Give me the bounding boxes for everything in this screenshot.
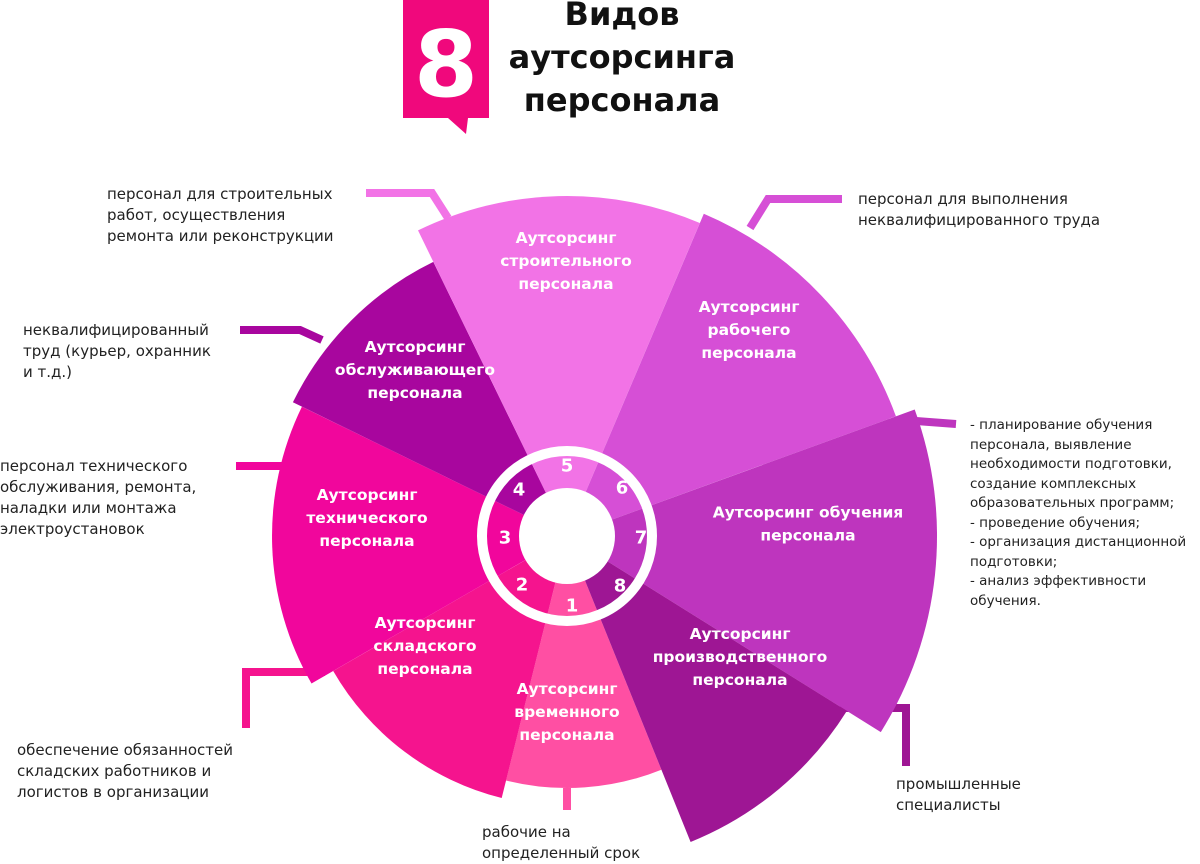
note-segment-2: обеспечение обязанностей складских работ… <box>17 741 233 801</box>
segment-label-8: Аутсорсинг производственного персонала <box>653 625 828 689</box>
segment-label-5: Аутсорсинг строительного персонала <box>500 229 632 293</box>
segment-label-line: Аутсорсинг <box>699 298 800 316</box>
segment-number-3: 3 <box>499 528 512 549</box>
segment-label-line: строительного <box>500 252 632 270</box>
segment-label-line: временного <box>514 703 619 721</box>
connectors <box>236 189 957 810</box>
segment-label-line: Аутсорсинг <box>517 680 618 698</box>
segment-label-line: обслуживающего <box>335 361 495 379</box>
note-segment-3: персонал технического обслуживания, ремо… <box>0 457 197 538</box>
connector-4 <box>240 326 324 344</box>
segment-wedge-1 <box>506 536 662 789</box>
title-line-3: персонала <box>524 81 720 119</box>
segment-label-line: Аутсорсинг <box>365 338 466 356</box>
segment-label-line: Аутсорсинг <box>516 229 617 247</box>
connector-6 <box>746 195 842 231</box>
segment-label-line: рабочего <box>708 321 791 339</box>
segment-wedge-7 <box>567 409 938 733</box>
segment-number-7: 7 <box>635 528 648 549</box>
segment-wedge-5 <box>418 196 700 536</box>
segment-number-6: 6 <box>616 478 629 499</box>
segment-label-6: Аутсорсинг рабочего персонала <box>699 298 800 362</box>
segment-label-7: Аутсорсинг обучения персонала <box>713 504 904 545</box>
segment-label-line: Аутсорсинг <box>317 486 418 504</box>
segment-wedge-3 <box>272 406 567 684</box>
badge-shape <box>403 0 489 134</box>
segment-label-line: персонала <box>377 660 472 678</box>
segment-wedge-8 <box>567 536 847 842</box>
segment-label-2: Аутсорсинг складского персонала <box>373 614 476 678</box>
center-hub <box>519 488 615 584</box>
segment-label-line: персонала <box>692 671 787 689</box>
segment-label-line: Аутсорсинг <box>375 614 476 632</box>
note-segment-1: рабочие на определенный срок <box>482 823 641 862</box>
segment-label-line: персонала <box>518 275 613 293</box>
segment-label-line: складского <box>373 637 476 655</box>
segment-label-line: Аутсорсинг <box>690 625 791 643</box>
segment-number-4: 4 <box>513 480 526 501</box>
segment-number-8: 8 <box>614 576 627 597</box>
segment-number-2: 2 <box>516 575 529 596</box>
connector-7 <box>915 417 957 428</box>
title-number: 8 <box>414 11 478 118</box>
segment-label-3: Аутсорсинг технического персонала <box>306 486 427 550</box>
title-line-2: аутсорсинга <box>509 38 736 76</box>
title-badge: 8 <box>403 0 489 134</box>
note-segment-4: неквалифицированный труд (курьер, охранн… <box>23 321 211 381</box>
segment-number-1: 1 <box>566 596 579 617</box>
segment-label-line: персонала <box>760 527 855 545</box>
center-ring <box>477 446 657 626</box>
note-segment-7: - планирование обучения персонала, выявл… <box>970 417 1187 609</box>
segment-label-line: Аутсорсинг обучения <box>713 504 904 522</box>
segment-label-line: персонала <box>519 726 614 744</box>
title-line-1: Видов <box>565 0 680 33</box>
segment-wedge-4 <box>292 261 567 536</box>
segment-label-4: Аутсорсинг обслуживающего персонала <box>335 338 495 402</box>
segment-wedge-6 <box>567 213 896 537</box>
segment-label-line: персонала <box>319 532 414 550</box>
segment-numbers: 1 2 3 4 5 6 7 8 <box>499 456 648 617</box>
note-segment-6: персонал для выполнения неквалифицирован… <box>858 190 1101 229</box>
connector-2 <box>242 668 325 728</box>
segment-label-line: персонала <box>701 344 796 362</box>
segment-number-5: 5 <box>561 456 574 477</box>
connector-5 <box>366 189 452 221</box>
note-segment-5: персонал для строительных работ, осущест… <box>107 185 334 245</box>
segment-label-1: Аутсорсинг временного персонала <box>514 680 619 744</box>
segment-label-line: технического <box>306 509 427 527</box>
note-segment-8: промышленные специалисты <box>896 775 1021 814</box>
segment-label-line: производственного <box>653 648 828 666</box>
segment-label-line: персонала <box>367 384 462 402</box>
